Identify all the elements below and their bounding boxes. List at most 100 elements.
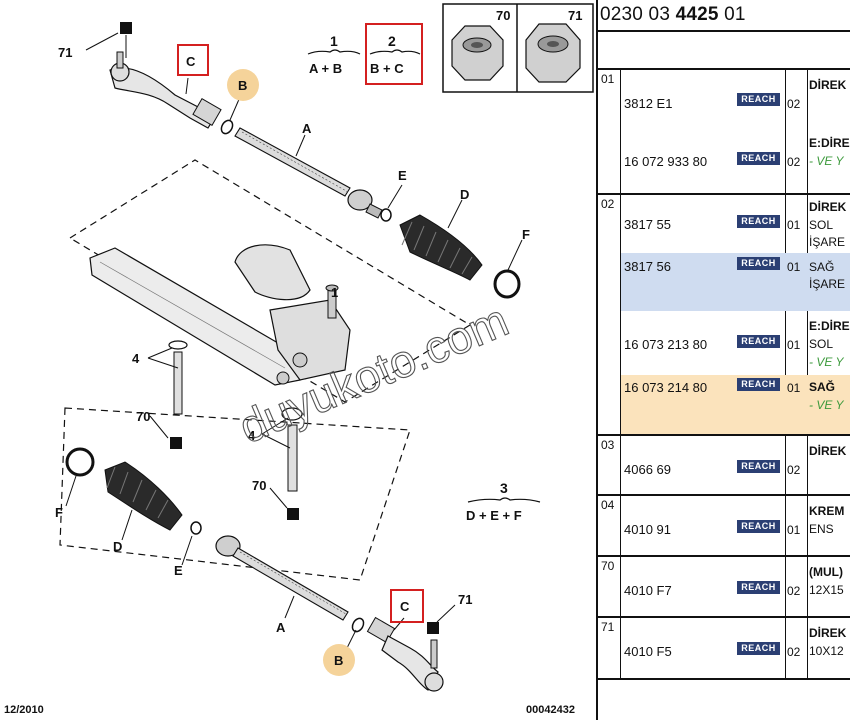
part-detail: 12X15: [809, 583, 844, 597]
table-row[interactable]: 70 4010 F7 REACH 02 (MUL) 12X15: [598, 557, 850, 618]
legend-1-parts: A + B: [309, 61, 342, 76]
part-description: DİREK: [809, 78, 847, 92]
callout-e-lower: E: [174, 563, 183, 578]
reach-badge: REACH: [737, 520, 780, 533]
part-qty: 01: [787, 381, 801, 395]
row-index: 04: [601, 498, 615, 512]
lower-assembly-outline: [59, 407, 411, 581]
legend-2-number: 2: [388, 33, 396, 49]
reach-badge: REACH: [737, 378, 780, 391]
header-rule: [598, 30, 850, 32]
part-side: SOL: [809, 337, 834, 351]
panel-divider: [596, 0, 598, 720]
callout-box-c-upper: [177, 44, 209, 76]
nut-71-icon: [525, 23, 581, 83]
table-bottom-rule: [596, 678, 850, 680]
nut-label-71: 71: [568, 8, 582, 23]
lower-inner-tie-rod: [215, 535, 349, 621]
upper-tie-rod-end: [109, 51, 222, 129]
nut-label-70: 70: [496, 8, 510, 23]
upper-boot: [399, 214, 483, 281]
part-note: - VE Y: [809, 398, 844, 412]
part-description: DİREK: [809, 444, 847, 458]
part-qty: 02: [787, 463, 801, 477]
mounting-bolt-left: [168, 340, 188, 449]
callout-70-right: 70: [252, 478, 266, 493]
part-note: - VE Y: [809, 154, 844, 168]
callout-4-left: 4: [132, 351, 140, 366]
table-row[interactable]: 01 3812 E1 REACH 02 DİREK 16 072 933 80 …: [598, 70, 850, 195]
lower-tie-rod-end: [366, 616, 444, 692]
part-qty: 01: [787, 338, 801, 352]
legend-3-parts: D + E + F: [466, 508, 522, 523]
part-qty: 02: [787, 97, 801, 111]
diagram-canvas: 70 71 1 A + B 2 B + C 3 D + E + F 71 71 …: [55, 3, 594, 692]
table-top-rule: [598, 68, 850, 70]
reach-badge: REACH: [737, 581, 780, 594]
upper-clamp: [493, 269, 521, 299]
column-line-qty: [785, 70, 786, 678]
reach-badge: REACH: [737, 152, 780, 165]
lower-washer: [351, 617, 365, 633]
upper-clip: [380, 208, 392, 222]
callout-b-upper: B: [238, 78, 247, 93]
callout-b-lower: B: [334, 653, 343, 668]
callout-d-lower: D: [113, 539, 122, 554]
upper-inner-tie-rod: [234, 127, 383, 219]
legend-braces: [307, 49, 541, 503]
reference-suffix: 01: [718, 4, 746, 25]
callout-a-lower: A: [276, 620, 286, 635]
part-qty: 01: [787, 260, 801, 274]
table-row[interactable]: 71 4010 F5 REACH 02 DİREK 10X12: [598, 618, 850, 678]
callout-c-upper: C: [186, 54, 196, 69]
callout-71-upper: 71: [58, 45, 72, 60]
callout-70-left: 70: [136, 409, 150, 424]
exploded-diagram: 70 71 1 A + B 2 B + C 3 D + E + F 71 71 …: [55, 3, 594, 692]
part-code: 3812 E1: [624, 96, 673, 111]
parts-table: 01 3812 E1 REACH 02 DİREK 16 072 933 80 …: [598, 70, 850, 680]
part-description: DİREK: [809, 200, 847, 214]
row-index: 01: [601, 72, 615, 86]
mounting-bolt-right: [281, 407, 303, 520]
callout-circle-b-lower: [323, 644, 355, 676]
callout-f-lower: F: [55, 505, 63, 520]
steering-rack-housing: [89, 244, 351, 386]
column-line-desc: [807, 70, 808, 678]
part-code: 16 072 933 80: [624, 154, 708, 169]
row-index: 03: [601, 438, 615, 452]
part-detail: 10X12: [809, 644, 844, 658]
part-code: 16 073 214 80: [624, 380, 708, 395]
part-code: 4010 91: [624, 522, 671, 537]
reach-badge: REACH: [737, 257, 780, 270]
part-code: 4010 F7: [624, 583, 672, 598]
part-qty: 02: [787, 584, 801, 598]
part-side: SAĞ: [809, 260, 835, 274]
part-side: SAĞ: [809, 380, 836, 394]
callout-box-c-lower: [390, 589, 424, 623]
part-qty: 02: [787, 155, 801, 169]
reach-badge: REACH: [737, 335, 780, 348]
footer-number: 00042432: [526, 704, 575, 716]
callout-circle-b-upper: [227, 69, 259, 101]
part-note: İŞARE: [809, 235, 846, 249]
reference-prefix: 0230 03: [600, 4, 676, 25]
nut-marker-71-upper: [120, 22, 132, 34]
part-detail: ENS: [809, 522, 834, 536]
table-row[interactable]: 04 4010 91 REACH 01 KREM ENS: [598, 496, 850, 557]
part-description: E:DİRE: [809, 319, 850, 333]
legend-2-parts: B + C: [370, 61, 404, 76]
table-row[interactable]: 02 3817 55 REACH 01 DİREK SOL İŞARE 3817…: [598, 195, 850, 436]
table-row[interactable]: 03 4066 69 REACH 02 DİREK: [598, 436, 850, 496]
upper-washer: [220, 119, 234, 135]
part-description: (MUL): [809, 565, 843, 579]
reach-badge: REACH: [737, 642, 780, 655]
part-description: DİREK: [809, 626, 847, 640]
callout-c-lower: C: [400, 599, 410, 614]
nut-marker-71-lower: [427, 622, 439, 634]
column-line-index: [620, 70, 621, 678]
part-description: KREM: [809, 504, 845, 518]
reference-main: 4425: [675, 4, 719, 25]
row-index: 71: [601, 620, 615, 634]
highlight-row-orange: [621, 375, 850, 434]
callout-a-upper: A: [302, 121, 312, 136]
